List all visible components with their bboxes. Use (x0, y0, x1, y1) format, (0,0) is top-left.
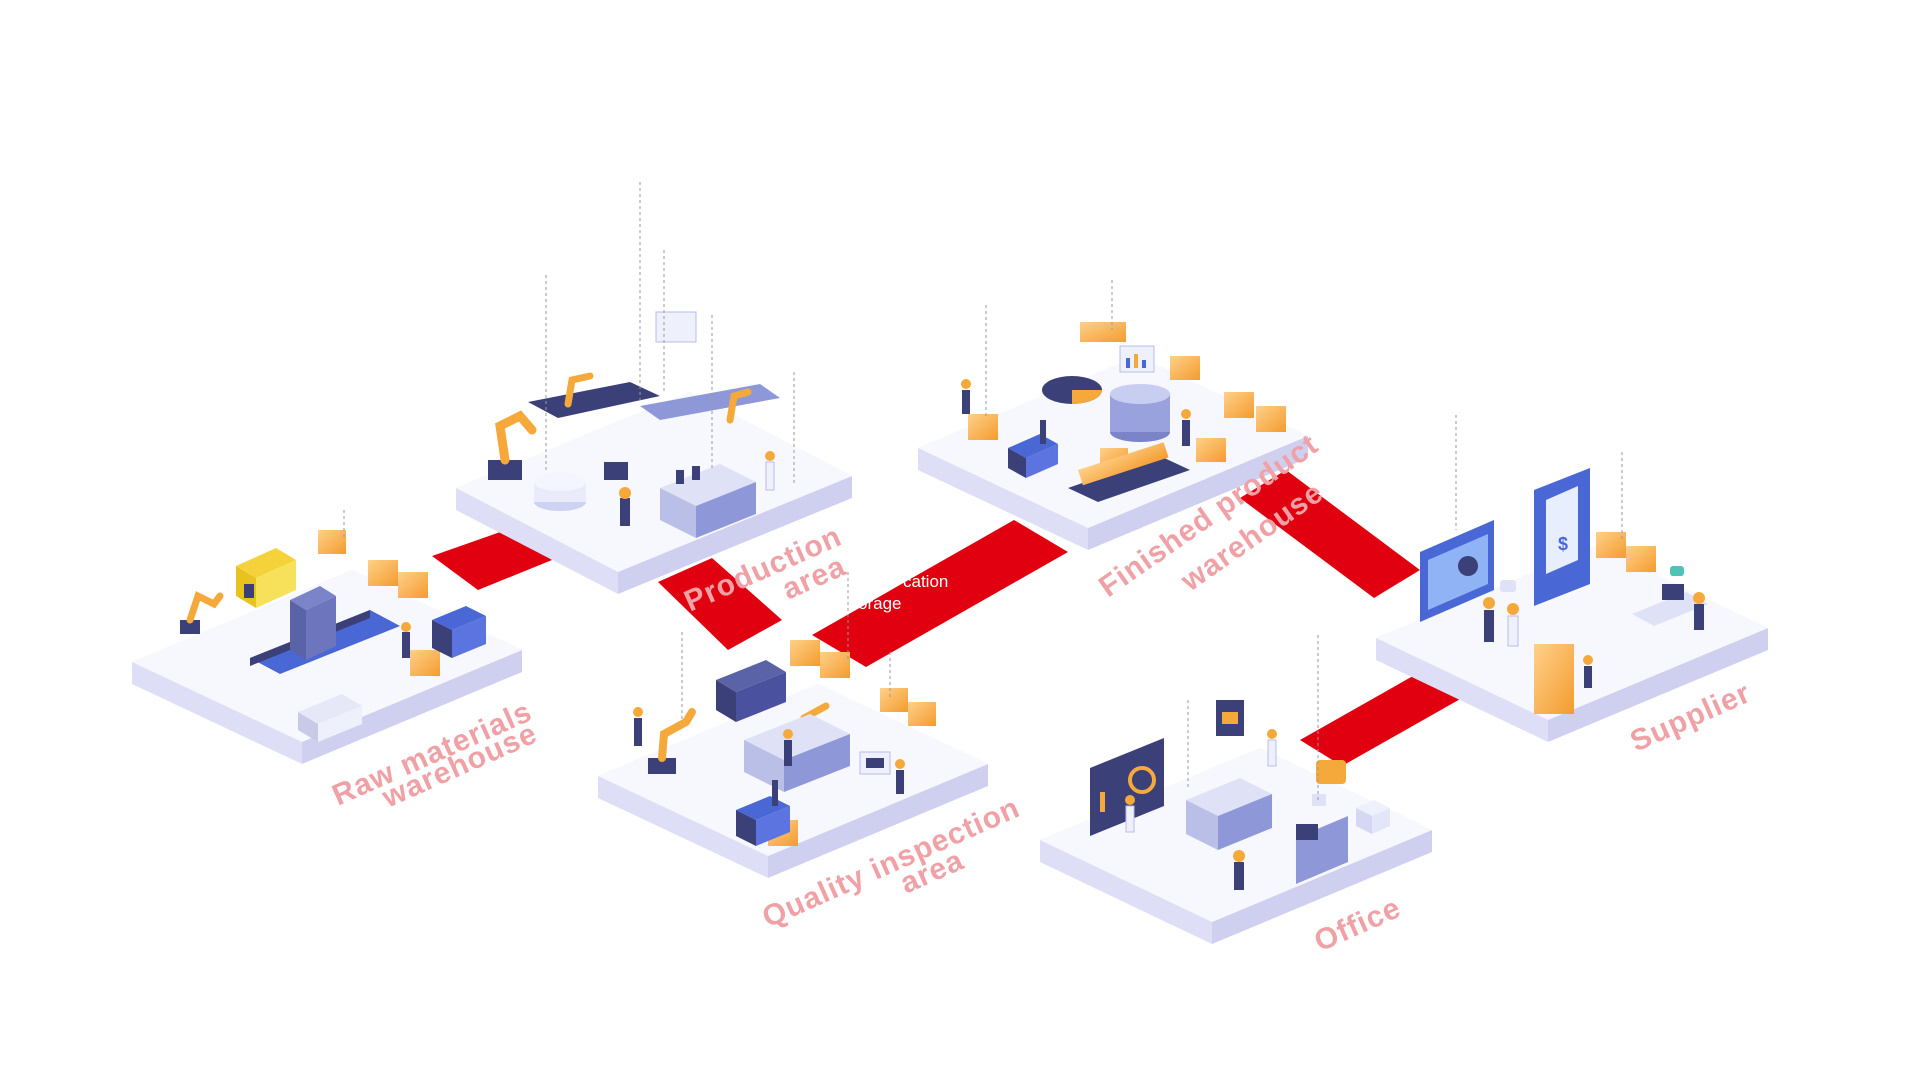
box-stack-icon (1534, 532, 1656, 714)
control-room-icon (660, 464, 756, 538)
computer-desk-icon (1296, 816, 1348, 884)
platform-finished-product-warehouse[interactable] (918, 280, 1308, 550)
zone-label-office: Office (1309, 891, 1406, 958)
worker-icon (961, 379, 1191, 446)
control-room-icon (744, 714, 850, 792)
connector-finished-supplier (1240, 470, 1420, 598)
worker-icon (1125, 729, 1277, 890)
presentation-board-icon (1090, 738, 1164, 836)
platform-production-area[interactable] (456, 182, 852, 594)
connector-office-supplier (1300, 672, 1462, 766)
server-rack-icon (290, 586, 336, 660)
inspection-machine-icon (716, 660, 786, 722)
connector-raw-production (432, 530, 552, 590)
worker-icon (619, 451, 775, 526)
connectors (432, 470, 1462, 766)
platform-raw-materials-warehouse[interactable] (132, 510, 522, 764)
dollar-sign-icon: $ (1558, 534, 1568, 554)
meeting-table-icon (1186, 778, 1272, 850)
worker-icon (1483, 592, 1705, 688)
connector-quality-finished (812, 520, 1068, 667)
platform-office[interactable] (1040, 635, 1432, 944)
computer-desk-icon (1632, 584, 1708, 626)
box-stack-icon (318, 530, 440, 676)
cube-decoration-icon (1356, 800, 1390, 834)
dashboard-screen-icon (1119, 345, 1155, 373)
connector-production-quality (658, 558, 782, 650)
worker-icon (633, 707, 905, 794)
tablet-invoice-icon: $ (1534, 468, 1590, 606)
computer-desk-icon (859, 751, 891, 775)
robot-arm-icon (488, 410, 537, 480)
storage-tank-icon (1110, 384, 1170, 442)
truck-icon (236, 548, 296, 608)
forklift-icon (432, 606, 486, 658)
platform-quality-inspection-area[interactable] (598, 572, 988, 878)
pie-chart-icon (1042, 376, 1102, 404)
forklift-icon (736, 780, 790, 846)
forklift-icon (1008, 420, 1058, 478)
dashboard-screen-icon (1216, 700, 1244, 736)
chat-bubble-icon (1312, 760, 1346, 806)
conveyor-icon (1068, 442, 1190, 502)
platform-supplier[interactable]: $ (1376, 415, 1768, 742)
tooltip-line-2: orage (858, 594, 901, 613)
robot-arm-icon (564, 372, 752, 424)
tooltip: cation orage (858, 572, 948, 613)
worker-icon (401, 622, 411, 658)
tooltip-line-1: cation (903, 572, 948, 591)
dashboard-screen-icon (604, 311, 697, 480)
storage-tank-icon (534, 473, 586, 511)
chat-bubble-icon (1500, 566, 1684, 592)
delivery-van-icon (298, 694, 362, 742)
monitor-icon (1420, 520, 1494, 622)
robot-arm-icon (180, 591, 224, 634)
